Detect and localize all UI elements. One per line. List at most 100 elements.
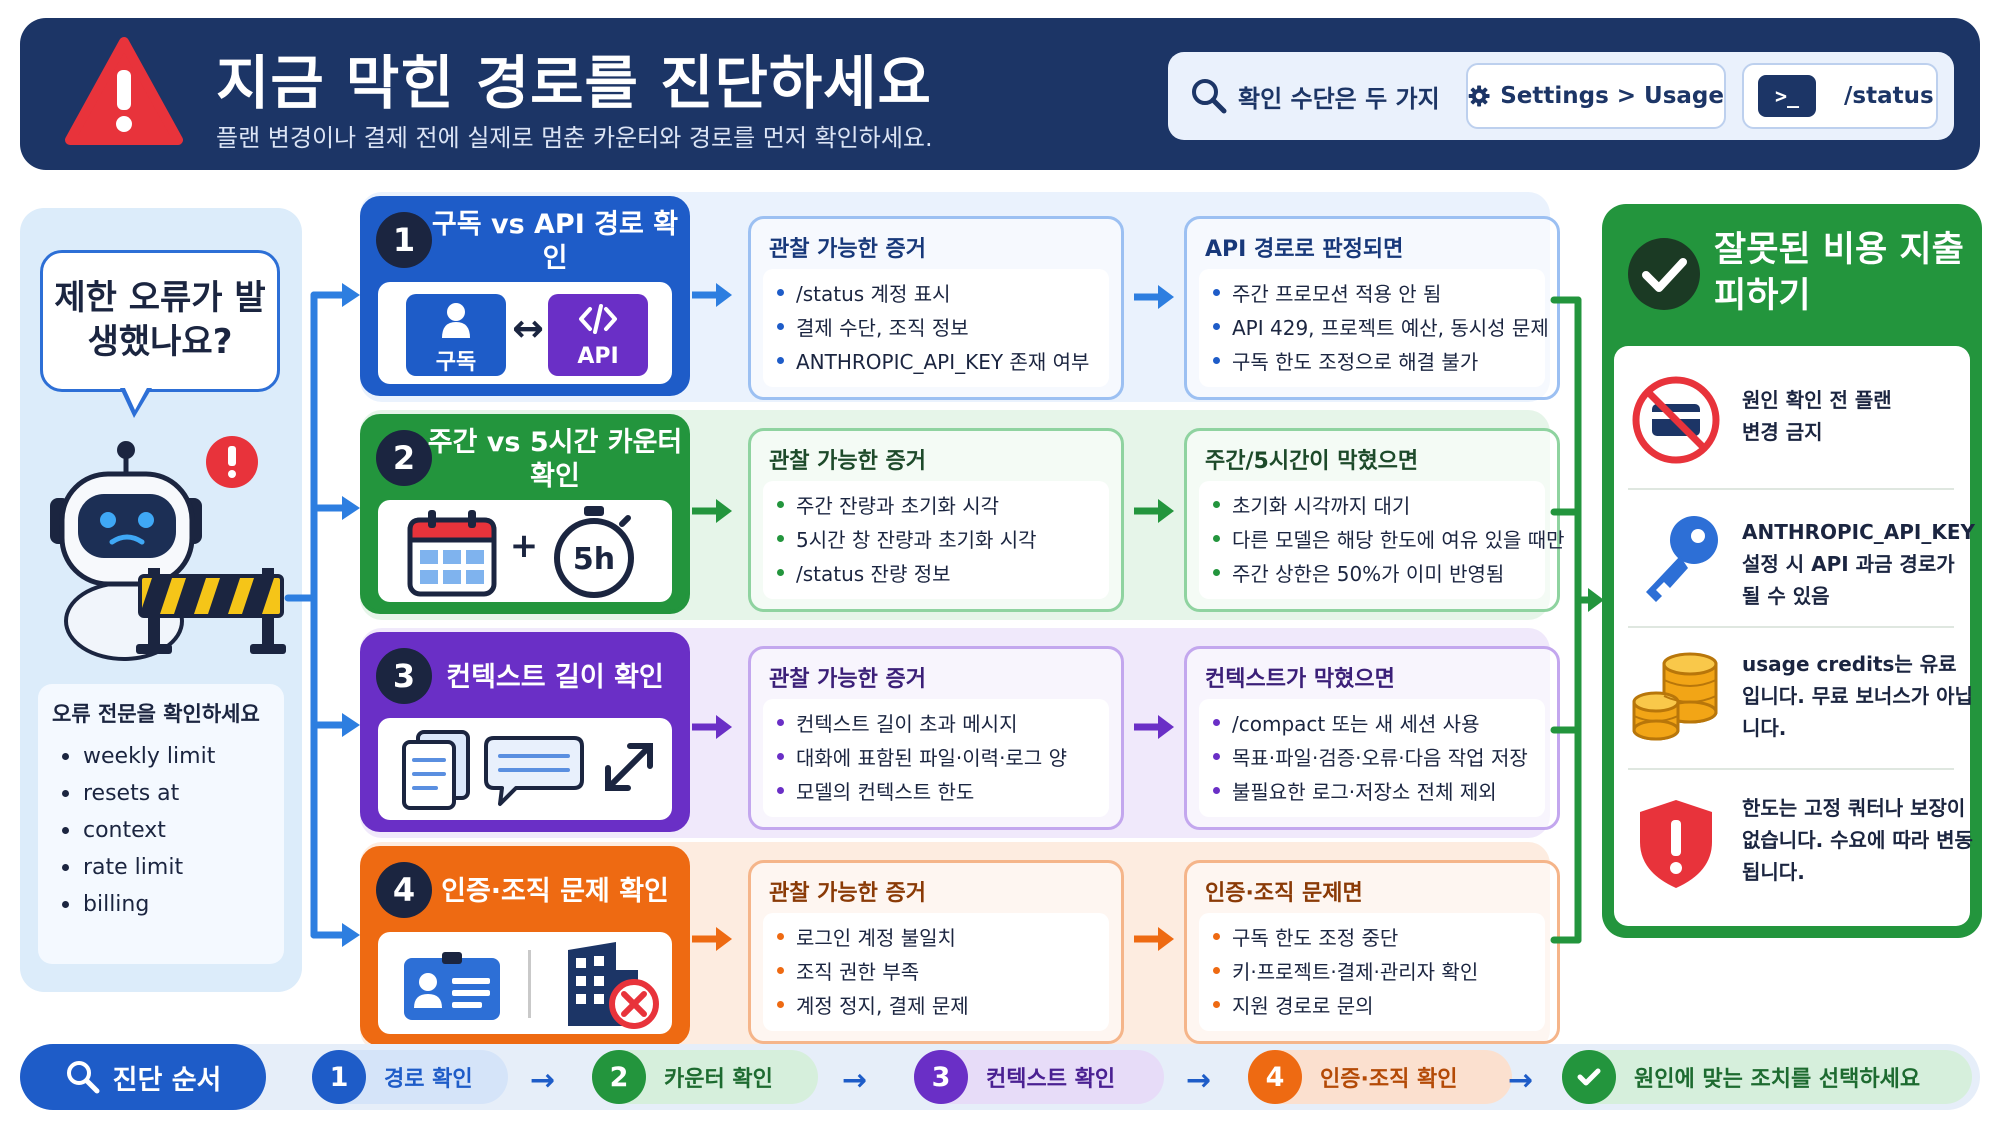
result-card-title: API 경로로 판정되면 — [1205, 237, 1404, 262]
subscription-tile: 구독 — [406, 294, 506, 376]
result-item: 구독 한도 조정 중단 — [1213, 919, 1545, 953]
stopwatch-icon: 5h — [546, 504, 642, 600]
result-item: 구독 한도 조정으로 해결 불가 — [1213, 343, 1545, 377]
evidence-item: 결제 수단, 조직 정보 — [777, 309, 1109, 343]
coins-icon — [1632, 652, 1718, 741]
result-list: 구독 한도 조정 중단 키·프로젝트·결제·관리자 확인 지원 경로로 문의 — [1199, 913, 1545, 1031]
evidence-item: 계정 정지, 결제 문제 — [777, 987, 1109, 1021]
arrow-step3-to-evidence — [692, 715, 732, 739]
order-step-2[interactable]: 2 카운터 확인 — [592, 1050, 818, 1104]
result-card-4: 인증·조직 문제면 구독 한도 조정 중단 키·프로젝트·결제·관리자 확인 지… — [1184, 860, 1560, 1044]
diagnostic-order-label: 진단 순서 — [20, 1044, 266, 1110]
result-item: 초기화 시각까지 대기 — [1213, 487, 1545, 521]
step-3-card[interactable]: 3 컨텍스트 길이 확인 — [360, 632, 690, 832]
evidence-card-3: 관찰 가능한 증거 컨텍스트 길이 초과 메시지 대화에 표함된 파일·이력·로… — [748, 646, 1124, 830]
order-arrow: → — [842, 1063, 868, 1098]
page-title: 지금 막힌 경로를 진단하세요 — [216, 49, 932, 117]
diagnostic-order-text: 진단 순서 — [112, 1064, 222, 1096]
warning-icon — [64, 36, 184, 148]
gear-icon — [1468, 85, 1490, 107]
result-item: 키·프로젝트·결제·관리자 확인 — [1213, 953, 1545, 987]
error-message-card: 오류 전문을 확인하세요 weekly limit resets at cont… — [38, 684, 284, 964]
merge-connector — [1550, 296, 1604, 944]
result-item: 목표·파일·검증·오류·다음 작업 저장 — [1213, 739, 1545, 773]
order-step-3-number: 3 — [914, 1050, 968, 1104]
step-4-illustration — [378, 932, 672, 1034]
person-icon — [442, 303, 470, 338]
step-2-illustration: + 5h — [378, 500, 672, 602]
separator — [1628, 768, 1954, 770]
code-icon — [579, 304, 617, 334]
evidence-list: 주간 잔량과 초기화 시각 5시간 창 잔량과 초기화 시각 /status 잔… — [763, 481, 1109, 599]
search-icon — [66, 1061, 100, 1094]
result-card-2: 주간/5시간이 막혔으면 초기화 시각까지 대기 다른 모델은 해당 한도에 여… — [1184, 428, 1565, 612]
evidence-item: 컨텍스트 길이 초과 메시지 — [777, 705, 1109, 739]
result-item: 불필요한 로그·저장소 전체 제외 — [1213, 773, 1545, 807]
order-final-step[interactable]: 원인에 맞는 조치를 선택하세요 — [1562, 1050, 1972, 1104]
stopwatch-label: 5h — [572, 542, 616, 577]
order-final-label: 원인에 맞는 조치를 선택하세요 — [1634, 1067, 1921, 1092]
arrow-evidence-to-result-3 — [1134, 715, 1174, 739]
order-step-4-label: 인증·조직 확인 — [1320, 1067, 1458, 1092]
api-label: API — [577, 344, 619, 369]
shield-alert-icon — [1640, 800, 1712, 888]
step-4-number: 4 — [376, 862, 432, 918]
order-step-4[interactable]: 4 인증·조직 확인 — [1248, 1050, 1512, 1104]
order-step-3[interactable]: 3 컨텍스트 확인 — [914, 1050, 1164, 1104]
key-icon — [1646, 516, 1718, 602]
evidence-list: /status 계정 표시 결제 수단, 조직 정보 ANTHROPIC_API… — [763, 269, 1109, 387]
result-item: 주간 프로모션 적용 안 됨 — [1213, 275, 1545, 309]
result-item: API 429, 프로젝트 예산, 동시성 문제 — [1213, 309, 1549, 343]
divider — [528, 950, 531, 1018]
step-4-card[interactable]: 4 인증·조직 문제 확인 — [360, 846, 690, 1046]
order-arrow: → — [1508, 1063, 1534, 1098]
evidence-item: /status 잔량 정보 — [777, 555, 1109, 589]
avoid-item-api-key: ANTHROPIC_API_KEY 설정 시 API 과금 경로가 될 수 있음 — [1742, 520, 1975, 608]
step-3-illustration — [378, 718, 672, 820]
order-step-1[interactable]: 1 경로 확인 — [312, 1050, 508, 1104]
evidence-item: 주간 잔량과 초기화 시각 — [777, 487, 1109, 521]
plus-sign: + — [509, 526, 539, 566]
step-1-illustration: 구독 ↔ API — [378, 282, 672, 384]
result-card-3: 컨텍스트가 막혔으면 /compact 또는 새 세션 사용 목표·파일·검증·… — [1184, 646, 1560, 830]
result-list: /compact 또는 새 세션 사용 목표·파일·검증·오류·다음 작업 저장… — [1199, 699, 1545, 817]
arrow-evidence-to-result-2 — [1134, 499, 1174, 523]
arrow-step4-to-evidence — [692, 927, 732, 951]
order-step-3-label: 컨텍스트 확인 — [986, 1067, 1116, 1092]
separator — [1628, 626, 1954, 628]
step-1-title: 구독 vs API 경로 확인 — [431, 209, 679, 274]
api-tile: API — [548, 294, 648, 376]
step-1-card[interactable]: 1 구독 vs API 경로 확인 구독 ↔ API — [360, 196, 690, 396]
bidirectional-arrow: ↔ — [512, 306, 544, 350]
step-3-title: 컨텍스트 길이 확인 — [446, 662, 664, 694]
separator — [1628, 488, 1954, 490]
chat-icon — [484, 736, 584, 806]
evidence-item: 로그인 계정 불일치 — [777, 919, 1109, 953]
evidence-card-title: 관찰 가능한 증거 — [769, 449, 926, 474]
terminal-icon: >_ — [1758, 75, 1816, 117]
result-item: /compact 또는 새 세션 사용 — [1213, 705, 1545, 739]
evidence-card-1: 관찰 가능한 증거 /status 계정 표시 결제 수단, 조직 정보 ANT… — [748, 216, 1124, 400]
result-item: 다른 모델은 해당 한도에 여유 있을 때만 — [1213, 521, 1565, 555]
question-bubble: 제한 오류가 발생했나요? — [40, 250, 280, 392]
step-2-card[interactable]: 2 주간 vs 5시간 카운터 확인 + 5h — [360, 414, 690, 614]
result-list: 주간 프로모션 적용 안 됨 API 429, 프로젝트 예산, 동시성 문제 … — [1199, 269, 1549, 387]
order-step-2-number: 2 — [592, 1050, 646, 1104]
settings-usage-label: Settings > Usage — [1500, 83, 1724, 109]
error-card-title: 오류 전문을 확인하세요 — [52, 702, 260, 726]
calendar-icon — [407, 510, 497, 597]
settings-usage-pill[interactable]: Settings > Usage — [1466, 63, 1726, 129]
evidence-card-4: 관찰 가능한 증거 로그인 계정 불일치 조직 권한 부족 계정 정지, 결제 … — [748, 860, 1124, 1044]
step-3-number: 3 — [376, 648, 432, 704]
result-item: 주간 상한은 50%가 이미 반영됨 — [1213, 555, 1545, 589]
page-subtitle: 플랜 변경이나 결제 전에 실제로 멈춘 카운터와 경로를 먼저 확인하세요. — [216, 124, 933, 152]
status-command-label: /status — [1844, 83, 1934, 109]
order-final-check-icon — [1562, 1050, 1616, 1104]
error-keyword: billing — [52, 886, 270, 923]
arrow-evidence-to-result-4 — [1134, 927, 1174, 951]
evidence-card-2: 관찰 가능한 증거 주간 잔량과 초기화 시각 5시간 창 잔량과 초기화 시각… — [748, 428, 1124, 612]
status-command-pill[interactable]: >_ /status — [1742, 63, 1938, 129]
order-arrow: → — [530, 1063, 556, 1098]
order-step-2-label: 카운터 확인 — [664, 1067, 773, 1092]
result-item: 지원 경로로 문의 — [1213, 987, 1545, 1021]
